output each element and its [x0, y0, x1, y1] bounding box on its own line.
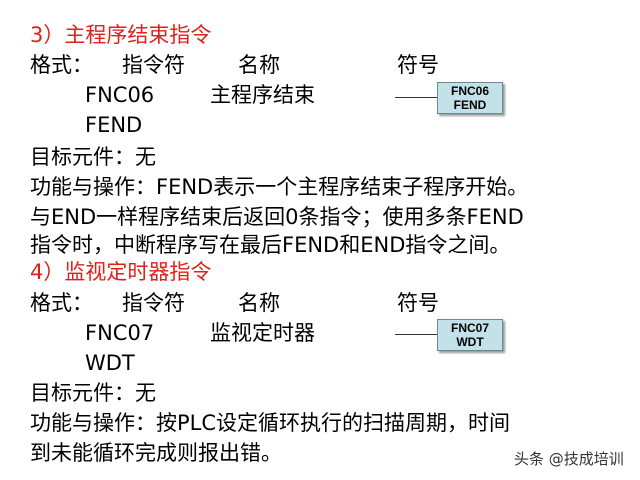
section4-symbol-box: FNC07 WDT	[437, 319, 503, 351]
section3-func-1: 功能与操作：FEND表示一个主程序结束子程序开始。	[30, 175, 529, 199]
section4-col-name: 名称	[238, 291, 280, 315]
section3-mnemonic: FEND	[85, 113, 143, 137]
section3-symbol-line	[395, 97, 437, 98]
section3-col-name: 名称	[238, 53, 280, 77]
section3-target: 目标元件：无	[30, 145, 156, 169]
section3-symbol-box: FNC06 FEND	[437, 82, 503, 114]
section4-col-symbol: 符号	[397, 291, 439, 315]
section4-code: FNC07	[85, 321, 155, 345]
section4-func-1: 功能与操作：按PLC设定循环执行的扫描周期，时间	[30, 411, 511, 435]
section3-name: 主程序结束	[210, 83, 315, 107]
section4-mnemonic: WDT	[85, 351, 135, 375]
section3-symbol-line1: FNC06	[450, 84, 489, 98]
watermark: 头条 @技成培训	[514, 450, 624, 468]
section4-target: 目标元件：无	[30, 381, 156, 405]
section4-func-2: 到未能循环完成则报出错。	[30, 441, 282, 465]
section4-title: 4）监视定时器指令	[30, 260, 212, 284]
section4-format-label: 格式：	[30, 291, 93, 315]
section4-name: 监视定时器	[210, 321, 315, 345]
section3-title: 3）主程序结束指令	[30, 23, 212, 47]
section3-func-2: 与END一样程序结束后返回0条指令；使用多条FEND	[30, 205, 524, 229]
section3-col-symbol: 符号	[397, 53, 439, 77]
section4-symbol-line	[395, 334, 437, 335]
section4-symbol-line1: FNC07	[450, 321, 489, 335]
section3-col-mnemonic: 指令符	[122, 53, 185, 77]
section3-format-label: 格式：	[30, 53, 93, 77]
section3-func-3: 指令时，中断程序写在最后FEND和END指令之间。	[30, 233, 511, 257]
section3-code: FNC06	[85, 83, 155, 107]
section4-col-mnemonic: 指令符	[122, 291, 185, 315]
section3-symbol-line2: FEND	[453, 98, 487, 112]
section4-symbol-line2: WDT	[456, 335, 484, 349]
